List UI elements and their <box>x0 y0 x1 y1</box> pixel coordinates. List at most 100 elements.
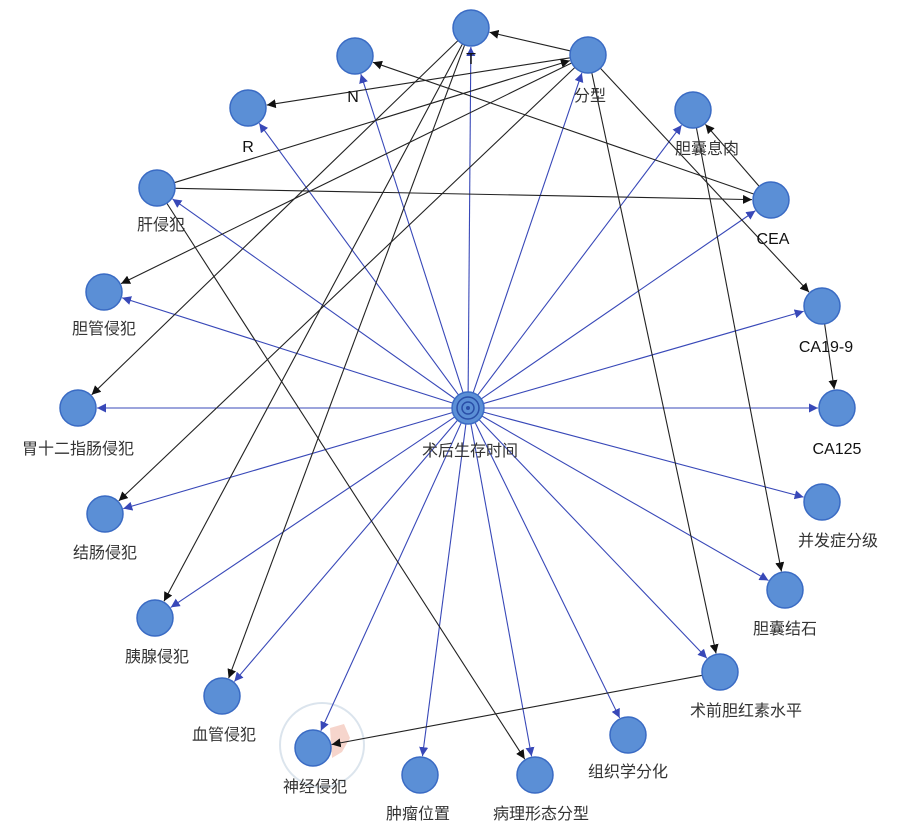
node-label: 结肠侵犯 <box>73 543 137 562</box>
edge-fenxing-to-bilirubin <box>591 72 719 654</box>
node-circle[interactable] <box>516 756 554 794</box>
node-circle[interactable] <box>701 653 739 691</box>
node-complication[interactable]: 并发症分级 <box>798 483 878 550</box>
edge-survival-to-pancreas <box>170 416 456 608</box>
edge-survival-to-location <box>419 423 467 757</box>
node-label: 病理形态分型 <box>493 804 589 823</box>
edge-fenxing-to-colon <box>118 67 576 502</box>
node-circle[interactable] <box>59 389 97 427</box>
edge-survival-to-CEA <box>480 210 756 400</box>
edge-survival-to-liver <box>172 198 456 400</box>
node-circle[interactable] <box>818 389 856 427</box>
edge-survival-to-colon <box>123 411 453 511</box>
node-label: 分型 <box>574 86 606 105</box>
node-pancreas[interactable]: 胰腺侵犯 <box>125 599 189 666</box>
node-fenxing[interactable]: 分型 <box>569 36 607 105</box>
edge-survival-to-N <box>359 73 464 393</box>
node-colon[interactable]: 结肠侵犯 <box>73 495 137 562</box>
edge-survival-to-stone <box>481 415 769 582</box>
node-circle[interactable] <box>766 571 804 609</box>
node-T[interactable]: T <box>452 9 490 68</box>
node-circle[interactable] <box>138 169 176 207</box>
edge-CA199-to-CA125 <box>824 323 838 390</box>
node-label: 胰腺侵犯 <box>125 647 189 666</box>
edge-fenxing-to-T <box>489 29 571 52</box>
node-circle[interactable] <box>752 181 790 219</box>
edge-polyp-to-stone <box>695 127 785 572</box>
edge-bilirubin-to-nerve <box>331 674 703 748</box>
node-circle[interactable] <box>294 729 332 767</box>
node-morphology[interactable]: 病理形态分型 <box>493 756 589 823</box>
center-ring-icon <box>461 401 475 415</box>
edge-fenxing-to-R <box>266 57 571 109</box>
node-CA125[interactable]: CA125 <box>813 389 862 458</box>
node-circle[interactable] <box>85 273 123 311</box>
edge-liver-to-fenxing <box>174 58 571 184</box>
edge-CEA-to-N <box>372 60 755 195</box>
node-label: CA19-9 <box>799 339 853 356</box>
node-label: 组织学分化 <box>588 762 668 781</box>
edge-liver-to-morphology <box>166 202 526 760</box>
edge-T-to-vessel <box>227 44 466 679</box>
node-label: 术前胆红素水平 <box>690 701 802 720</box>
node-liver[interactable]: 肝侵犯 <box>137 169 185 234</box>
node-label: N <box>347 89 359 106</box>
node-circle[interactable] <box>803 483 841 521</box>
node-label: CEA <box>757 231 790 248</box>
node-CEA[interactable]: CEA <box>752 181 790 248</box>
node-label: T <box>466 51 476 68</box>
node-circle[interactable] <box>674 91 712 129</box>
node-circle[interactable] <box>401 756 439 794</box>
node-circle[interactable] <box>569 36 607 74</box>
edge-survival-to-vessel <box>233 419 459 682</box>
node-label: 胆管侵犯 <box>72 319 136 338</box>
node-label: R <box>242 139 254 156</box>
node-circle[interactable] <box>336 37 374 75</box>
node-label: 胆囊结石 <box>753 619 817 638</box>
node-label: 肿瘤位置 <box>386 804 450 823</box>
node-circle[interactable] <box>136 599 174 637</box>
node-circle[interactable] <box>203 677 241 715</box>
node-bilirubin[interactable]: 术前胆红素水平 <box>690 653 802 720</box>
node-label: 神经侵犯 <box>283 777 347 796</box>
node-circle[interactable] <box>86 495 124 533</box>
node-histology[interactable]: 组织学分化 <box>588 716 668 781</box>
center-ring-icon <box>456 396 480 420</box>
edge-T-to-duodenum <box>91 40 459 396</box>
node-circle[interactable] <box>803 287 841 325</box>
node-CA199[interactable]: CA19-9 <box>799 287 853 356</box>
node-polyp[interactable]: 胆囊息肉 <box>674 91 739 158</box>
center-dot-icon <box>466 406 470 410</box>
edge-survival-to-histology <box>474 422 621 719</box>
edge-liver-to-CEA <box>174 187 753 204</box>
edge-survival-to-nerve <box>320 422 462 731</box>
edge-survival-to-morphology <box>470 423 535 757</box>
node-circle[interactable] <box>229 89 267 127</box>
edge-survival-to-polyp <box>477 124 682 396</box>
node-label: 胆囊息肉 <box>675 139 739 158</box>
edge-survival-to-complication <box>483 411 804 500</box>
node-label: 胃十二指肠侵犯 <box>22 439 134 458</box>
edge-fenxing-to-bileduct <box>120 62 573 285</box>
edge-survival-to-T <box>466 46 476 393</box>
node-bileduct[interactable]: 胆管侵犯 <box>72 273 136 338</box>
node-circle[interactable] <box>452 9 490 47</box>
edge-T-to-pancreas <box>163 43 463 602</box>
center-label: 术后生存时间 <box>422 441 518 460</box>
edge-CEA-to-polyp <box>705 123 760 187</box>
node-survival[interactable]: 术后生存时间 <box>422 391 518 460</box>
node-duodenum[interactable]: 胃十二指肠侵犯 <box>22 389 134 458</box>
node-R[interactable]: R <box>229 89 267 156</box>
node-nerve[interactable]: 神经侵犯 <box>283 729 347 796</box>
edge-survival-to-fenxing <box>472 72 584 394</box>
node-circle[interactable] <box>609 716 647 754</box>
node-label: CA125 <box>813 441 862 458</box>
node-vessel[interactable]: 血管侵犯 <box>192 677 256 744</box>
edge-survival-to-R <box>258 122 459 396</box>
edge-fenxing-to-CA199 <box>599 67 810 293</box>
node-N[interactable]: N <box>336 37 374 106</box>
node-location[interactable]: 肿瘤位置 <box>386 756 450 823</box>
node-label: 肝侵犯 <box>137 215 185 234</box>
node-stone[interactable]: 胆囊结石 <box>753 571 817 638</box>
